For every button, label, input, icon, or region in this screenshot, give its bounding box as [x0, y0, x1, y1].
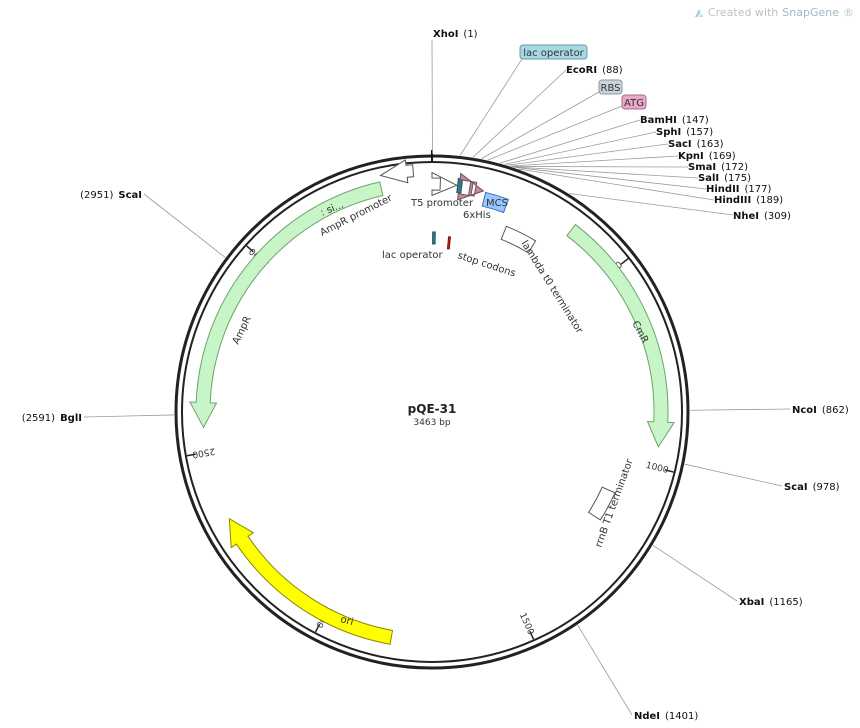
site-bamhi[interactable]: BamHI(147): [640, 115, 709, 126]
site-scai-2951[interactable]: (2951)ScaI: [80, 190, 142, 201]
watermark-mark: ®: [843, 6, 854, 19]
site-smai[interactable]: SmaI(172): [688, 162, 748, 173]
label-ori[interactable]: ori: [339, 614, 354, 628]
leader-hindiii-189: [518, 168, 715, 201]
leader-bamhi-147: [499, 119, 641, 164]
callout-lac-operator[interactable]: lac operator: [523, 48, 584, 59]
leader-ndei-1401: [577, 624, 633, 716]
feature-ori-arrow: [228, 517, 394, 645]
callout-rbs-pill: [598, 79, 623, 95]
leader-smai-172: [511, 166, 689, 168]
tick-3000: [246, 245, 254, 253]
feature-lac-operator-1: [456, 177, 464, 194]
feature-cmr: [566, 223, 675, 448]
leader-callout-1: [481, 91, 600, 160]
site-labels: XhoI(1) EcoRI(88) BamHI(147) SphI(157) S…: [22, 29, 849, 722]
feature-6xhis: [456, 172, 485, 201]
snapgene-logo-icon: [694, 8, 703, 17]
tick-2000: [314, 623, 321, 633]
site-nhei[interactable]: NheI(309): [733, 211, 791, 222]
label-t5-promoter[interactable]: T5 promoter: [410, 198, 474, 209]
leader-bgli-2591: [83, 414, 175, 418]
watermark-brand: SnapGene: [782, 6, 839, 19]
site-kpni[interactable]: KpnI(169): [678, 151, 736, 162]
feature-stop-codons: [446, 236, 452, 250]
site-saci[interactable]: SacI(163): [668, 139, 724, 150]
site-xhoi[interactable]: XhoI(1): [433, 29, 478, 40]
callout-atg-pill: [621, 94, 647, 110]
leader-sali-175: [512, 166, 699, 179]
feature-ampr: [189, 181, 384, 429]
site-ecori[interactable]: EcoRI(88): [566, 65, 623, 76]
leader-nhei-309: [569, 193, 734, 216]
tick-label-2500: 2500: [191, 445, 216, 459]
center-title: pQE-31 3463 bp: [408, 402, 457, 428]
tick-label-1500: 1500: [517, 612, 536, 637]
feature-t5-promoter: [431, 171, 458, 197]
label-lambda-t0-terminator[interactable]: lambda t0 terminator: [518, 239, 585, 337]
callout-atg[interactable]: ATG: [624, 98, 644, 109]
feature-lac-operator-2: [432, 231, 436, 245]
tick-2500: [186, 453, 196, 457]
feature-mcs: [481, 191, 510, 214]
site-xbai[interactable]: XbaI(1165): [739, 597, 803, 608]
label-mcs[interactable]: MCS: [486, 198, 508, 209]
label-stop-codons[interactable]: stop codons: [456, 250, 517, 279]
site-ncoi[interactable]: NcoI(862): [792, 405, 849, 416]
leader-callout-2: [487, 105, 623, 161]
site-hindii[interactable]: HindII(177): [706, 184, 772, 195]
leader-xbai-1165: [652, 544, 738, 602]
site-leader-lines: [83, 39, 791, 716]
features: [189, 159, 675, 645]
tick-label-1000: 1000: [645, 461, 670, 476]
site-hindiii[interactable]: HindIII(189): [714, 195, 783, 206]
leader-scai-978: [684, 463, 783, 487]
site-sali[interactable]: SalI(175): [698, 173, 751, 184]
leader-kpni-169: [509, 155, 679, 167]
watermark-prefix: Created with: [707, 6, 779, 19]
leader-callout-0: [459, 58, 523, 156]
leader-hindii-177: [513, 166, 707, 190]
tick-500: [620, 258, 629, 265]
feature-rrnb-t1-terminator: [587, 486, 616, 521]
feature-rbs-box: [467, 181, 474, 197]
leader-saci-163: [507, 143, 669, 166]
leader-sphi-157: [504, 131, 657, 165]
plasmid-length: 3463 bp: [413, 418, 450, 428]
site-bgli[interactable]: (2591)BglI: [22, 413, 82, 424]
callout-lac-operator-pill: [519, 44, 588, 60]
feature-ampr-promoter: [379, 159, 415, 184]
tick-1500: [529, 630, 535, 640]
watermark: Created with SnapGene ®: [694, 6, 854, 19]
leader-ecori-88: [472, 69, 567, 158]
feature-callouts: lac operator RBS ATG: [519, 44, 647, 110]
site-ndei[interactable]: NdeI(1401): [634, 711, 698, 722]
label-lac-operator[interactable]: lac operator: [382, 250, 443, 261]
plasmid-name: pQE-31: [408, 402, 457, 416]
leader-ncoi-862: [689, 408, 791, 411]
callout-rbs[interactable]: RBS: [601, 83, 621, 94]
site-scai-978[interactable]: ScaI(978): [784, 482, 840, 493]
label-ampr[interactable]: AmpR: [231, 315, 254, 347]
feature-lambda-t0-terminator: [500, 225, 537, 254]
label-6xhis[interactable]: 6xHis: [463, 210, 491, 221]
site-sphi[interactable]: SphI(157): [656, 127, 713, 138]
tick-1000: [664, 469, 674, 473]
leader-scai-2951: [143, 193, 226, 258]
